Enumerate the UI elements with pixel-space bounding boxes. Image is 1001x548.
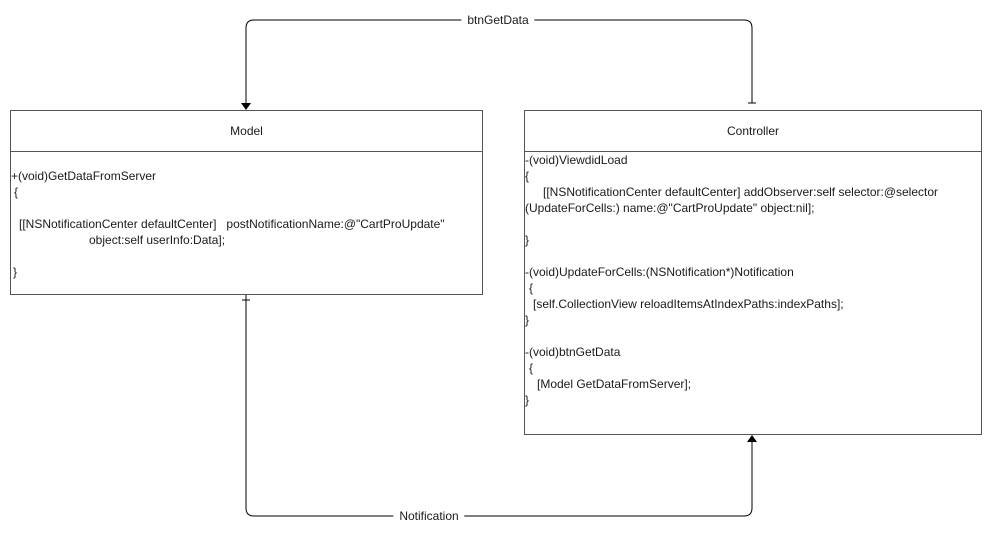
model-line: { <box>14 185 19 199</box>
controller-line: -(void)ViewdidLoad <box>525 153 628 167</box>
model-line: [[NSNotificationCenter defaultCenter] po… <box>19 217 445 231</box>
model-line: } <box>13 265 18 279</box>
controller-line: } <box>525 393 530 407</box>
controller-line: [self.CollectionView reloadItemsAtIndexP… <box>533 297 844 311</box>
edge-btngetdata-arrowhead <box>241 103 251 110</box>
edge-notification-path <box>245 295 753 517</box>
controller-line: } <box>525 313 530 327</box>
controller-line: { <box>529 361 534 375</box>
controller-line: { <box>525 169 530 183</box>
edge-btngetdata-path <box>245 19 753 103</box>
controller-line: (UpdateForCells:) name:@"CartProUpdate" … <box>525 201 815 215</box>
edge-label-notification: Notification <box>393 509 465 523</box>
controller-line: } <box>525 233 530 247</box>
model-box: Model +(void)GetDataFromServer { [[NSNot… <box>10 110 483 295</box>
model-line: object:self userInfo:Data]; <box>89 233 226 247</box>
model-title: Model <box>11 111 482 152</box>
controller-title: Controller <box>525 111 981 152</box>
controller-line: -(void)UpdateForCells:(NSNotification*)N… <box>525 265 794 279</box>
edge-notification-arrowhead <box>747 435 757 442</box>
controller-line: [[NSNotificationCenter defaultCenter] ad… <box>543 185 939 199</box>
controller-box: Controller -(void)ViewdidLoad { [[NSNoti… <box>524 110 982 435</box>
edge-label-btngetdata: btnGetData <box>461 13 535 27</box>
controller-line: { <box>529 281 534 295</box>
controller-line: -(void)btnGetData <box>525 345 621 359</box>
model-line: +(void)GetDataFromServer <box>11 169 157 183</box>
controller-line: [Model GetDataFromServer]; <box>537 377 692 391</box>
